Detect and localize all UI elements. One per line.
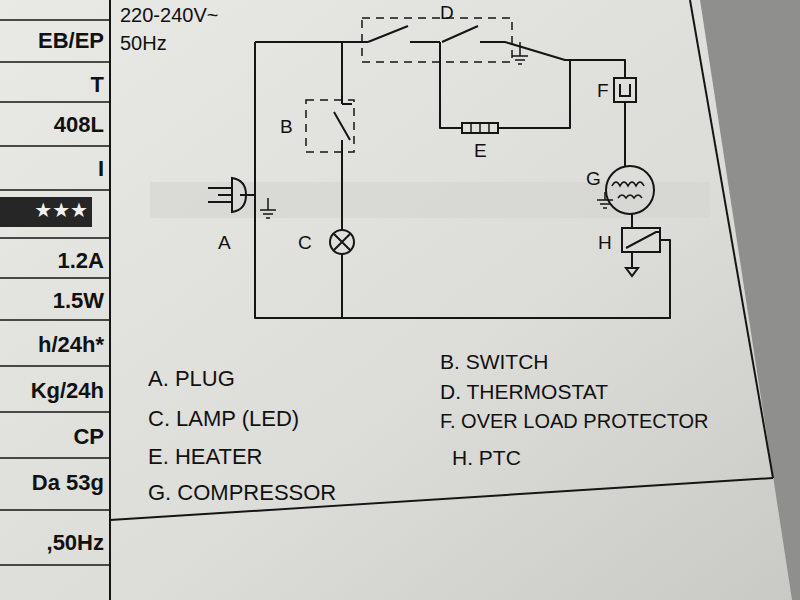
table-cell: EB/EP bbox=[38, 28, 104, 53]
table-cell: Kg/24h bbox=[31, 378, 104, 403]
table-cell: CP bbox=[73, 424, 104, 449]
table-cell: h/24h* bbox=[38, 332, 104, 357]
key-entry: E. HEATER bbox=[148, 444, 263, 469]
compressor-symbol bbox=[606, 166, 654, 214]
table-cell: ★★★ bbox=[34, 199, 88, 222]
plug-symbol bbox=[208, 178, 246, 212]
heater-ticks bbox=[471, 123, 489, 133]
ptc-symbol bbox=[622, 228, 660, 276]
table-cell: 1.2A bbox=[58, 248, 104, 273]
table-cell: I bbox=[98, 156, 104, 181]
part-letter: G bbox=[586, 168, 601, 190]
part-letter: A bbox=[218, 232, 231, 254]
part-letter: F bbox=[597, 80, 609, 102]
part-letter: C bbox=[298, 232, 312, 254]
frequency-rating: 50Hz bbox=[120, 32, 167, 55]
wires bbox=[240, 26, 670, 318]
key-entry: G. COMPRESSOR bbox=[148, 480, 336, 505]
table-cell: 1.5W bbox=[53, 288, 104, 313]
key-entry: B. SWITCH bbox=[440, 350, 549, 374]
table-rules bbox=[0, 20, 110, 565]
table-cell: Da 53g bbox=[32, 470, 104, 495]
voltage-rating: 220-240V~ bbox=[120, 4, 218, 27]
key-entry: C. LAMP (LED) bbox=[148, 406, 299, 431]
table-cell: ,50Hz bbox=[47, 530, 104, 555]
part-letter: E bbox=[474, 140, 487, 162]
overload-symbol bbox=[614, 78, 636, 102]
ground-symbol bbox=[260, 42, 613, 218]
thermostat-frame bbox=[362, 18, 512, 62]
part-letter: H bbox=[598, 232, 612, 254]
part-letter: D bbox=[440, 2, 454, 24]
key-entry: D. THERMOSTAT bbox=[440, 380, 608, 404]
panel-border bbox=[110, 0, 773, 600]
switch-frame bbox=[306, 100, 354, 152]
key-entry: H. PTC bbox=[452, 446, 521, 470]
lamp-symbol bbox=[330, 230, 354, 254]
part-letter: B bbox=[280, 116, 293, 138]
stars-cell bbox=[0, 197, 92, 227]
key-entry: F. OVER LOAD PROTECTOR bbox=[440, 410, 709, 433]
table-cell: T bbox=[91, 72, 104, 97]
table-cell: 408L bbox=[54, 112, 104, 137]
key-entry: A. PLUG bbox=[148, 366, 235, 391]
heater-symbol bbox=[462, 123, 498, 133]
